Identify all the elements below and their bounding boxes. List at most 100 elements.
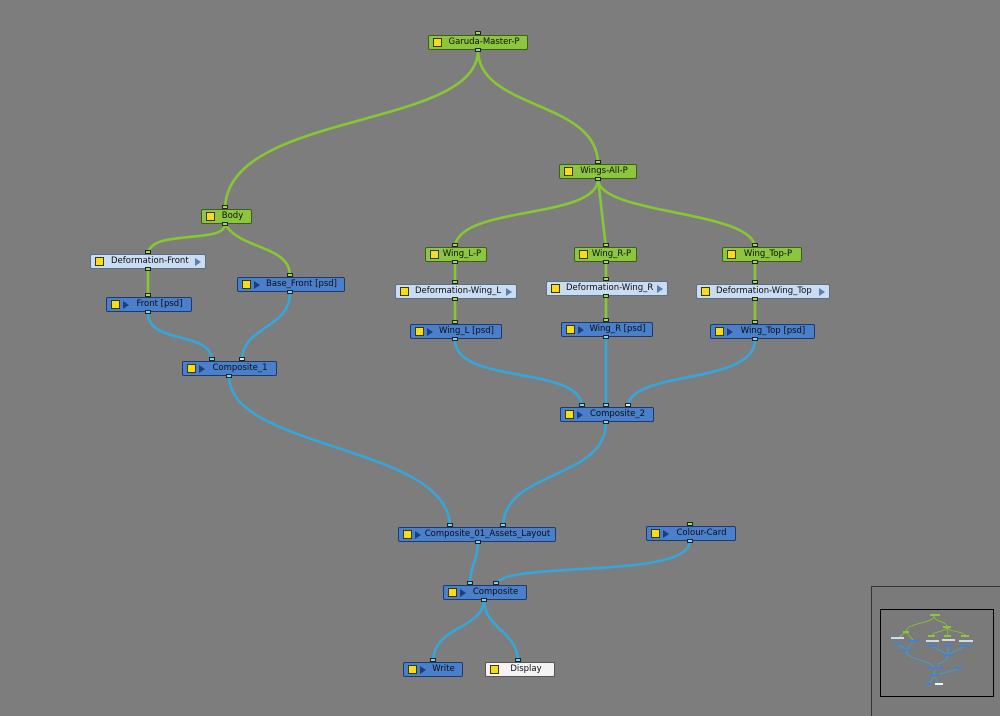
- expand-arrow-icon[interactable]: [427, 327, 433, 336]
- output-port[interactable]: [452, 297, 458, 301]
- enable-toggle-icon[interactable]: [701, 287, 710, 296]
- input-port[interactable]: [475, 31, 481, 35]
- input-port[interactable]: [579, 403, 585, 407]
- input-port[interactable]: [430, 658, 436, 662]
- node-label: Deformation-Front: [111, 256, 189, 266]
- wire-front-comp1: [146, 311, 214, 363]
- node-display[interactable]: Display: [485, 662, 555, 677]
- enable-toggle-icon[interactable]: [551, 284, 560, 293]
- enable-toggle-icon[interactable]: [430, 250, 439, 259]
- node-garuda-master-p[interactable]: Garuda-Master-P: [428, 35, 528, 50]
- enable-toggle-icon[interactable]: [564, 167, 573, 176]
- enable-toggle-icon[interactable]: [242, 280, 251, 289]
- enable-toggle-icon[interactable]: [448, 588, 457, 597]
- input-port[interactable]: [603, 277, 609, 281]
- input-port[interactable]: [209, 357, 215, 361]
- enable-toggle-icon[interactable]: [566, 325, 575, 334]
- output-port[interactable]: [752, 337, 758, 341]
- input-port[interactable]: [752, 280, 758, 284]
- navigator-viewport-frame[interactable]: [880, 609, 994, 697]
- expand-arrow-icon[interactable]: [199, 364, 205, 373]
- output-port[interactable]: [222, 222, 228, 226]
- node-deformation-wing-l[interactable]: Deformation-Wing_L: [395, 284, 517, 299]
- output-port[interactable]: [603, 420, 609, 424]
- output-port[interactable]: [452, 260, 458, 264]
- output-port[interactable]: [481, 598, 487, 602]
- output-port[interactable]: [287, 290, 293, 294]
- expand-arrow-icon[interactable]: [506, 287, 512, 296]
- node-front-psd[interactable]: Front [psd]: [106, 297, 192, 312]
- expand-arrow-icon[interactable]: [123, 300, 129, 309]
- input-port[interactable]: [500, 523, 506, 527]
- enable-toggle-icon[interactable]: [651, 529, 660, 538]
- expand-arrow-icon[interactable]: [663, 529, 669, 538]
- input-port[interactable]: [447, 523, 453, 527]
- expand-arrow-icon[interactable]: [819, 287, 825, 296]
- expand-arrow-icon[interactable]: [415, 530, 421, 539]
- input-port[interactable]: [452, 280, 458, 284]
- output-port[interactable]: [475, 540, 481, 544]
- output-port[interactable]: [603, 335, 609, 339]
- enable-toggle-icon[interactable]: [715, 327, 724, 336]
- output-port[interactable]: [603, 260, 609, 264]
- input-port[interactable]: [452, 243, 458, 247]
- output-port[interactable]: [603, 294, 609, 298]
- input-port[interactable]: [752, 243, 758, 247]
- node-wing-top-psd[interactable]: Wing_Top [psd]: [710, 324, 815, 339]
- output-port[interactable]: [752, 260, 758, 264]
- output-port[interactable]: [752, 297, 758, 301]
- input-port[interactable]: [603, 318, 609, 322]
- input-port[interactable]: [239, 357, 245, 361]
- output-port[interactable]: [687, 539, 693, 543]
- navigator-panel[interactable]: [871, 586, 1000, 716]
- node-wing-top-p[interactable]: Wing_Top-P: [722, 247, 802, 262]
- input-port[interactable]: [287, 273, 293, 277]
- enable-toggle-icon[interactable]: [490, 665, 499, 674]
- node-label: Write: [432, 664, 455, 674]
- expand-arrow-icon[interactable]: [254, 280, 260, 289]
- enable-toggle-icon[interactable]: [565, 410, 574, 419]
- input-port[interactable]: [595, 160, 601, 164]
- enable-toggle-icon[interactable]: [403, 530, 412, 539]
- node-deformation-wing-top[interactable]: Deformation-Wing_Top: [696, 284, 830, 299]
- node-label: Colour-Card: [676, 528, 727, 538]
- input-port[interactable]: [452, 320, 458, 324]
- input-port[interactable]: [222, 205, 228, 209]
- expand-arrow-icon[interactable]: [578, 325, 584, 334]
- output-port[interactable]: [145, 310, 151, 314]
- output-port[interactable]: [452, 337, 458, 341]
- enable-toggle-icon[interactable]: [727, 250, 736, 259]
- expand-arrow-icon[interactable]: [460, 588, 466, 597]
- enable-toggle-icon[interactable]: [400, 287, 409, 296]
- input-port[interactable]: [752, 320, 758, 324]
- node-label: Deformation-Wing_R: [566, 283, 654, 293]
- input-port[interactable]: [515, 658, 521, 662]
- expand-arrow-icon[interactable]: [727, 327, 733, 336]
- input-port[interactable]: [603, 403, 609, 407]
- enable-toggle-icon[interactable]: [187, 364, 196, 373]
- input-port[interactable]: [467, 581, 473, 585]
- input-port[interactable]: [603, 243, 609, 247]
- node-write[interactable]: Write: [403, 662, 463, 677]
- input-port[interactable]: [493, 581, 499, 585]
- enable-toggle-icon[interactable]: [415, 327, 424, 336]
- enable-toggle-icon[interactable]: [95, 257, 104, 266]
- input-port[interactable]: [145, 293, 151, 297]
- expand-arrow-icon[interactable]: [420, 665, 426, 674]
- output-port[interactable]: [145, 267, 151, 271]
- enable-toggle-icon[interactable]: [206, 212, 215, 221]
- input-port[interactable]: [687, 522, 693, 526]
- enable-toggle-icon[interactable]: [433, 38, 442, 47]
- input-port[interactable]: [625, 403, 631, 407]
- enable-toggle-icon[interactable]: [579, 250, 588, 259]
- expand-arrow-icon[interactable]: [195, 257, 201, 266]
- input-port[interactable]: [145, 250, 151, 254]
- enable-toggle-icon[interactable]: [111, 300, 120, 309]
- output-port[interactable]: [595, 177, 601, 181]
- enable-toggle-icon[interactable]: [408, 665, 417, 674]
- output-port[interactable]: [226, 374, 232, 378]
- expand-arrow-icon[interactable]: [577, 410, 583, 419]
- output-port[interactable]: [475, 48, 481, 52]
- expand-arrow-icon[interactable]: [657, 284, 664, 293]
